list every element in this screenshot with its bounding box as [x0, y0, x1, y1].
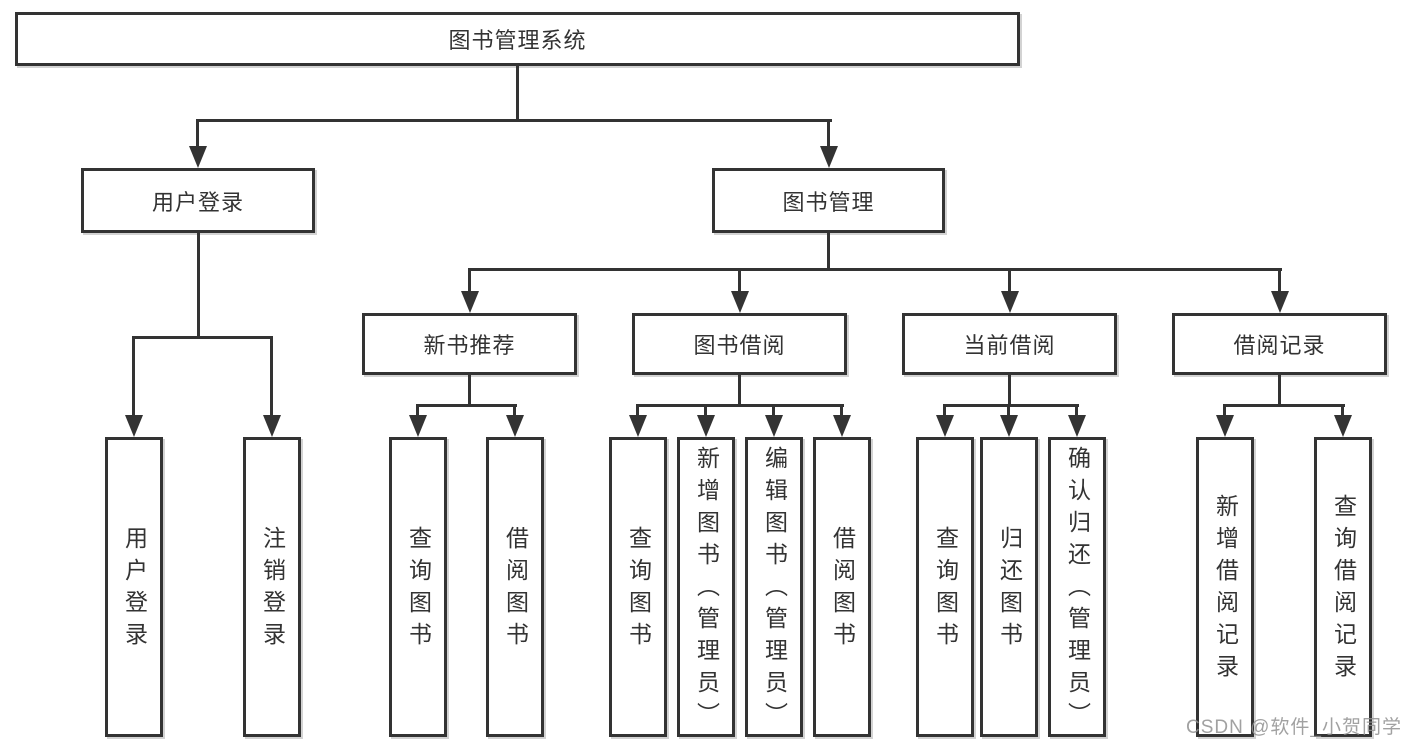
- leaf-query-books-borrowing: 查询图书: [609, 437, 667, 737]
- connector-line: [827, 119, 830, 148]
- arrowhead-down: [765, 415, 783, 437]
- connector-line: [738, 268, 741, 293]
- connector-line: [636, 404, 844, 407]
- leaf-query-borrow-record: 查询借阅记录: [1314, 437, 1372, 737]
- connector-line: [1341, 404, 1344, 417]
- arrowhead-down: [461, 291, 479, 313]
- arrowhead-down: [125, 415, 143, 437]
- arrowhead-down: [506, 415, 524, 437]
- leaf-borrow-books-recommend: 借阅图书: [486, 437, 544, 737]
- node-book-management-system: 图书管理系统: [15, 12, 1020, 66]
- connector-line: [197, 233, 200, 339]
- connector-line: [1008, 268, 1011, 293]
- arrowhead-down: [820, 146, 838, 168]
- arrowhead-down: [731, 291, 749, 313]
- connector-line: [738, 375, 741, 407]
- leaf-query-books-recommend: 查询图书: [389, 437, 447, 737]
- connector-line: [513, 404, 516, 417]
- arrowhead-down: [1334, 415, 1352, 437]
- connector-line: [416, 404, 517, 407]
- arrowhead-down: [1068, 415, 1086, 437]
- connector-line: [270, 336, 273, 416]
- connector-line: [1007, 404, 1010, 417]
- connector-line: [840, 404, 843, 417]
- connector-line: [468, 375, 471, 407]
- connector-line: [468, 268, 1282, 271]
- node-book-management: 图书管理: [712, 168, 945, 233]
- leaf-return-book: 归还图书: [980, 437, 1038, 737]
- connector-line: [1278, 375, 1281, 407]
- node-new-book-recommendation: 新书推荐: [362, 313, 577, 375]
- arrowhead-down: [833, 415, 851, 437]
- connector-line: [1278, 268, 1281, 293]
- arrowhead-down: [1271, 291, 1289, 313]
- connector-line: [704, 404, 707, 417]
- leaf-add-borrow-record: 新增借阅记录: [1196, 437, 1254, 737]
- connector-line: [1075, 404, 1078, 417]
- connector-line: [196, 119, 832, 122]
- arrowhead-down: [189, 146, 207, 168]
- connector-line: [468, 268, 471, 293]
- node-current-borrowing: 当前借阅: [902, 313, 1117, 375]
- leaf-add-book-admin: 新增图书（管理员）: [677, 437, 735, 737]
- leaf-user-login: 用户登录: [105, 437, 163, 737]
- connector-line: [943, 404, 1079, 407]
- connector-line: [1223, 404, 1226, 417]
- arrowhead-down: [629, 415, 647, 437]
- leaf-logout: 注销登录: [243, 437, 301, 737]
- connector-line: [636, 404, 639, 417]
- connector-line: [1008, 375, 1011, 407]
- leaf-query-books-current: 查询图书: [916, 437, 974, 737]
- node-borrowing-records: 借阅记录: [1172, 313, 1387, 375]
- arrowhead-down: [1216, 415, 1234, 437]
- node-user-login: 用户登录: [81, 168, 315, 233]
- arrowhead-down: [697, 415, 715, 437]
- connector-line: [416, 404, 419, 417]
- connector-line: [827, 233, 830, 271]
- leaf-borrow-books-borrowing: 借阅图书: [813, 437, 871, 737]
- connector-line: [132, 336, 135, 416]
- connector-line: [196, 119, 199, 148]
- connector-line: [943, 404, 946, 417]
- arrowhead-down: [263, 415, 281, 437]
- arrowhead-down: [409, 415, 427, 437]
- connector-line: [516, 66, 519, 122]
- arrowhead-down: [1001, 291, 1019, 313]
- leaf-edit-book-admin: 编辑图书（管理员）: [745, 437, 803, 737]
- connector-line: [132, 336, 273, 339]
- connector-line: [1223, 404, 1345, 407]
- arrowhead-down: [1000, 415, 1018, 437]
- node-book-borrowing: 图书借阅: [632, 313, 847, 375]
- leaf-confirm-return-admin: 确认归还（管理员）: [1048, 437, 1106, 737]
- arrowhead-down: [936, 415, 954, 437]
- connector-line: [772, 404, 775, 417]
- watermark: CSDN @软件_小贺同学: [1186, 717, 1402, 738]
